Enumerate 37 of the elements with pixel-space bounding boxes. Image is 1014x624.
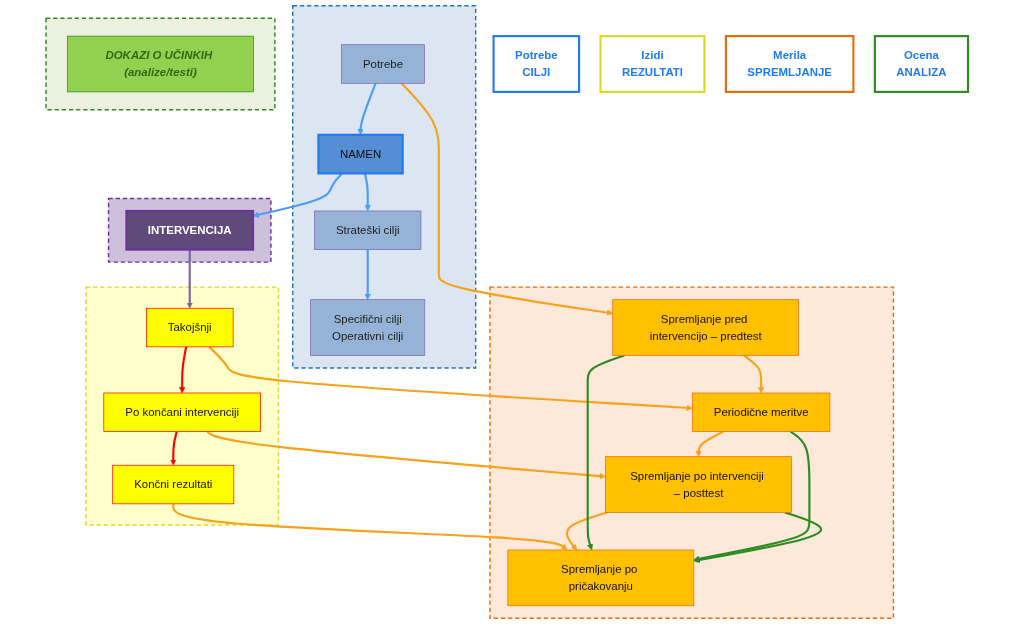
node-box: Ocena ANALIZA — [873, 35, 970, 93]
node-box: INTERVENCIJA — [125, 209, 255, 251]
arrow — [363, 173, 371, 212]
node-box: Spremljanje po intervenciji – posttest — [605, 456, 792, 513]
arrow — [179, 346, 188, 394]
node-box: Strateški cilji — [314, 210, 422, 250]
cluster — [292, 5, 477, 369]
arrow — [693, 511, 822, 564]
node-box: Potrebe — [341, 44, 425, 84]
arrow — [364, 249, 371, 300]
cluster — [85, 286, 280, 526]
cluster — [107, 197, 272, 263]
node-box: Periodične meritve — [691, 392, 831, 432]
node-box: Spremljanje pred intervencijo – predtest — [612, 299, 800, 356]
arrow — [400, 82, 613, 316]
node-box: Specifični cilji Operativni cilji — [310, 299, 426, 356]
arrow — [206, 430, 606, 480]
node-box: NAMEN — [317, 133, 404, 175]
arrow — [693, 430, 811, 562]
arrow — [172, 503, 568, 551]
arrow — [186, 249, 193, 309]
arrow — [695, 430, 724, 457]
cluster — [489, 286, 895, 619]
node-box: Merila SPREMLJANJE — [724, 35, 855, 93]
node-box: Po končani intervenciji — [103, 392, 261, 432]
node-box: Potrebe CILJI — [492, 35, 581, 93]
arrow — [586, 354, 625, 551]
node-box: Končni rezultati — [112, 464, 235, 505]
node-box: Spremljanje po pričakovanju — [507, 549, 695, 607]
arrow — [170, 431, 178, 466]
cluster — [45, 17, 276, 111]
arrow — [208, 346, 693, 411]
node-box: DOKAZI O UČINKIH (analize/testi) — [67, 35, 254, 93]
arrow — [565, 511, 608, 551]
arrow — [743, 354, 765, 394]
node-box: Takojšnji — [145, 307, 234, 348]
node-box: Izidi REZULTATI — [599, 35, 706, 93]
